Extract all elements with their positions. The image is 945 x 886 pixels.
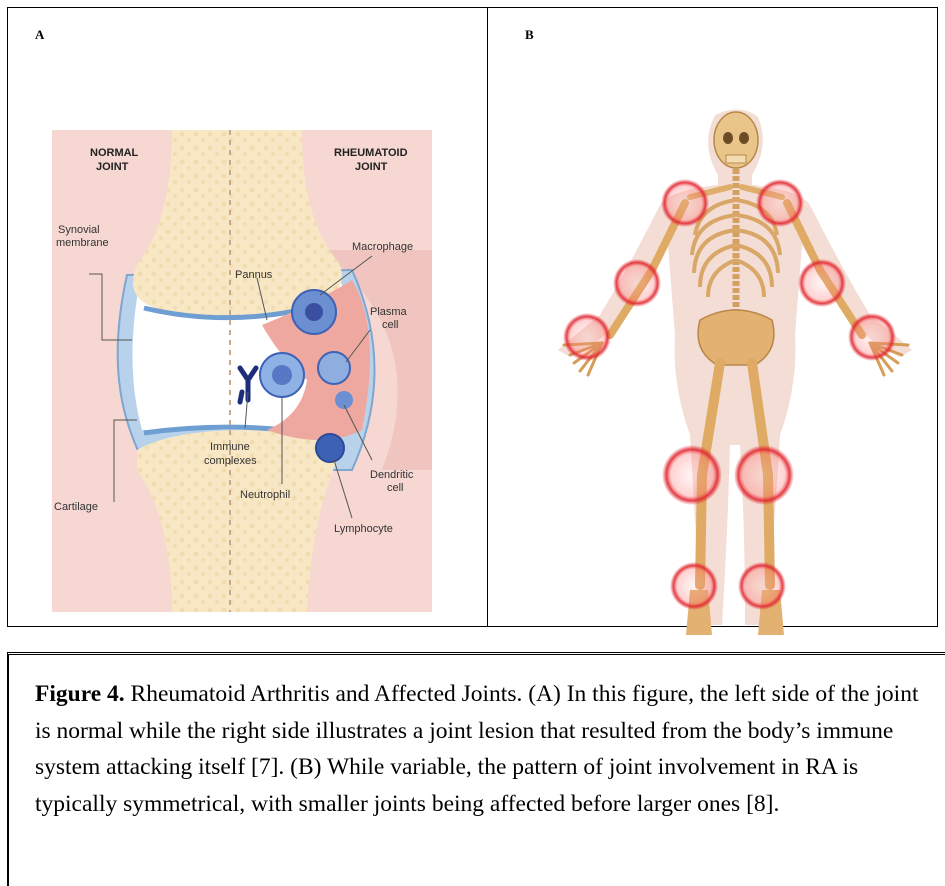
- dendritic-cell: [335, 391, 353, 409]
- macrophage-label: Macrophage: [352, 241, 413, 253]
- lymphocyte-label: Lymphocyte: [334, 523, 393, 535]
- normal-joint-label-2: JOINT: [96, 161, 129, 173]
- joint-highlight-left-wrist: [563, 313, 611, 361]
- joint-diagram: NORMAL JOINT RHEUMATOID JOINT Synovial m…: [52, 130, 432, 612]
- plasma-label-2: cell: [382, 319, 399, 331]
- dendritic-label-2: cell: [387, 482, 404, 494]
- cartilage-label: Cartilage: [54, 501, 98, 513]
- plasma-label-1: Plasma: [370, 306, 408, 318]
- rheumatoid-joint-label-2: JOINT: [355, 161, 388, 173]
- caption-label: Figure 4.: [35, 681, 125, 707]
- panel-b-label: B: [525, 27, 534, 43]
- joint-highlight-left-shoulder: [661, 179, 709, 227]
- joint-highlight-right-knee: [734, 445, 794, 505]
- pannus-label: Pannus: [235, 269, 273, 281]
- joint-highlight-left-ankle: [670, 562, 718, 610]
- neutrophil-label: Neutrophil: [240, 489, 290, 501]
- skeleton-illustration: [540, 105, 920, 645]
- caption-text: Rheumatoid Arthritis and Affected Joints…: [35, 681, 919, 817]
- panel-a-label: A: [35, 27, 44, 43]
- plasma-cell: [318, 352, 350, 384]
- synovial-label-2: membrane: [56, 237, 109, 249]
- synovial-label-1: Synovial: [58, 224, 100, 236]
- joint-highlight-right-elbow: [798, 259, 846, 307]
- figure-caption: Figure 4. Rheumatoid Arthritis and Affec…: [35, 676, 925, 822]
- joint-highlight-right-ankle: [738, 562, 786, 610]
- immune-label-2: complexes: [204, 455, 257, 467]
- joint-highlight-right-wrist: [848, 313, 896, 361]
- rheumatoid-joint-label-1: RHEUMATOID: [334, 147, 408, 159]
- immune-label-1: Immune: [210, 441, 250, 453]
- joint-highlight-left-knee: [662, 445, 722, 505]
- joint-highlight-right-shoulder: [756, 179, 804, 227]
- dendritic-label-1: Dendritic: [370, 469, 414, 481]
- normal-joint-label-1: NORMAL: [90, 147, 139, 159]
- lymphocyte-cell: [316, 434, 344, 462]
- pelvis: [698, 310, 774, 365]
- panel-divider: [487, 7, 488, 627]
- joint-highlight-left-elbow: [613, 259, 661, 307]
